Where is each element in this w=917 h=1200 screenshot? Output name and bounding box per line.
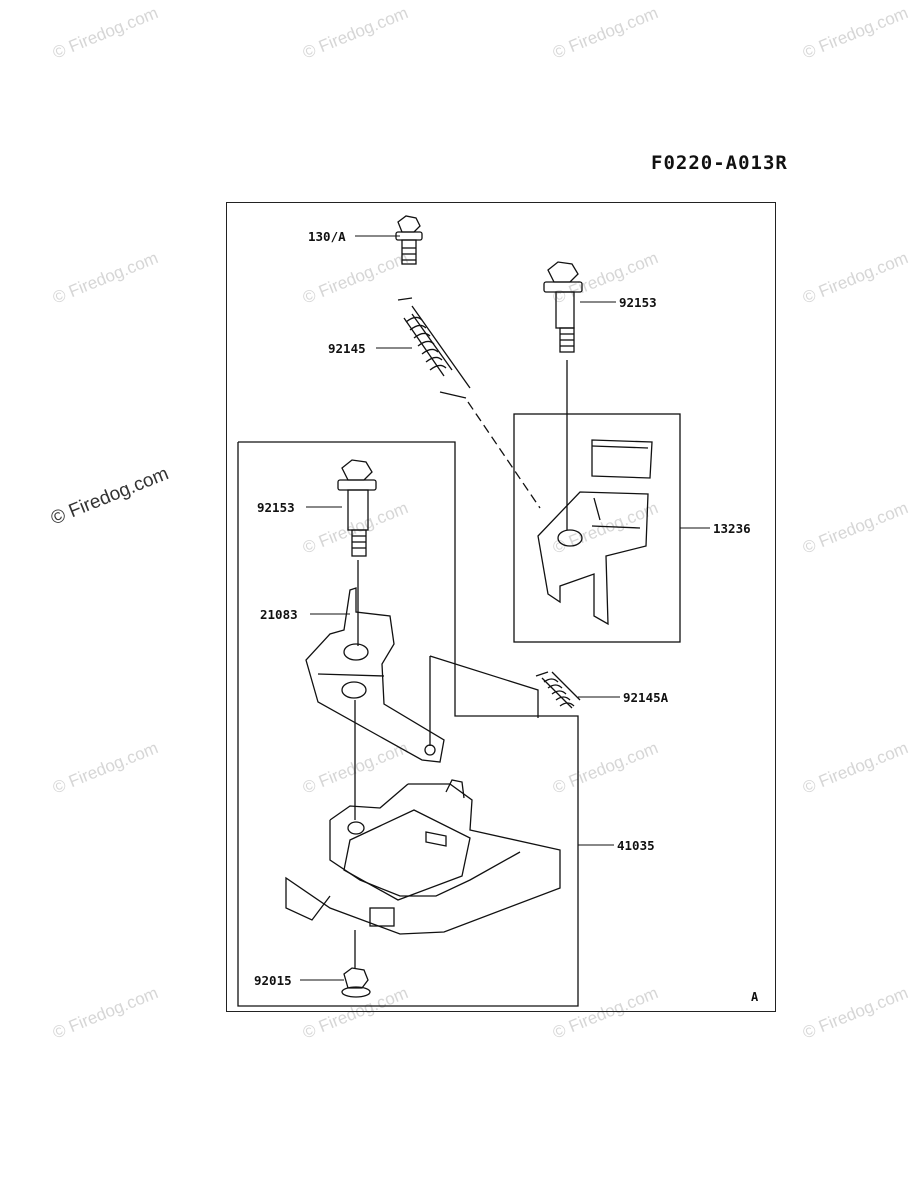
part-label: 130/A bbox=[308, 229, 346, 244]
part-label: 92153 bbox=[619, 295, 657, 310]
assembly-line bbox=[467, 401, 541, 509]
part-label: 41035 bbox=[617, 838, 655, 853]
nut-92015 bbox=[341, 967, 371, 998]
spring-hook-line bbox=[429, 655, 539, 718]
bolt-92153-upper bbox=[543, 261, 583, 353]
group-box-41035 bbox=[237, 441, 579, 1007]
part-label: 92145 bbox=[328, 341, 366, 356]
part-label: 13236 bbox=[713, 521, 751, 536]
part-label: 92015 bbox=[254, 973, 292, 988]
bolt-130a bbox=[395, 215, 423, 265]
group-box-13236 bbox=[513, 413, 681, 643]
leader-lines bbox=[300, 235, 710, 981]
spring-92145 bbox=[397, 297, 471, 399]
plate-21083 bbox=[305, 587, 445, 763]
diagram-code: F0220-A013R bbox=[651, 152, 788, 174]
part-label: 21083 bbox=[260, 607, 298, 622]
part-label: 92153 bbox=[257, 500, 295, 515]
lever-13236 bbox=[537, 439, 653, 626]
diagram-frame bbox=[226, 202, 776, 1012]
bolt-92153-lower bbox=[337, 459, 377, 557]
bracket-41035 bbox=[285, 779, 561, 935]
spring-92145a bbox=[535, 671, 581, 709]
part-label: 92145A bbox=[623, 690, 669, 705]
corner-letter: A bbox=[751, 990, 759, 1004]
